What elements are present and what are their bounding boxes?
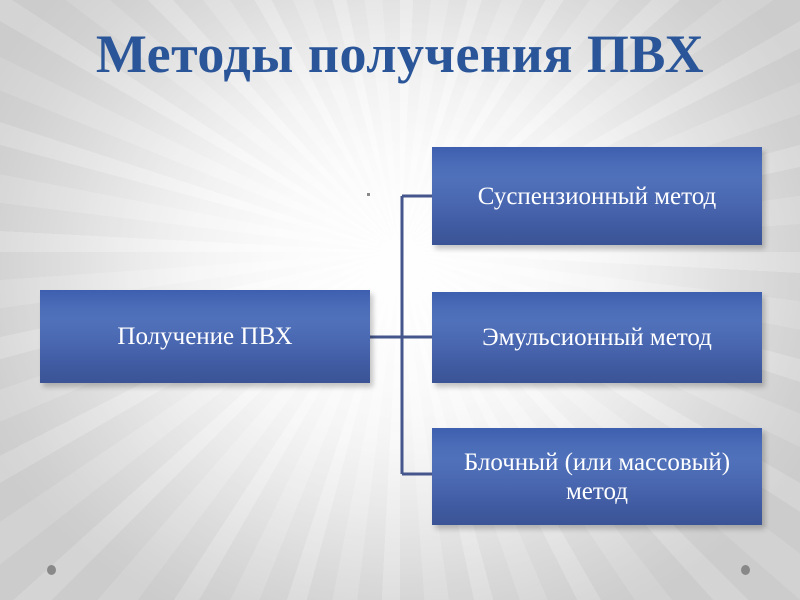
diagram-node-root-label: Получение ПВХ [117,323,293,350]
diagram-node-emulsion-label: Эмульсионный метод [482,324,712,351]
page-title: Методы получения ПВХ [95,24,705,84]
diagram-node-bulk-label: Блочный (или массовый) метод [463,448,731,505]
decorative-dot-right-icon [741,565,750,575]
stray-mark [367,193,370,196]
diagram-node-root[interactable]: Получение ПВХ [40,290,370,383]
decorative-dot-left-icon [47,565,56,575]
diagram-node-suspension[interactable]: Суспензионный метод [432,147,762,245]
diagram-node-emulsion[interactable]: Эмульсионный метод [432,292,762,383]
diagram-node-suspension-label: Суспензионный метод [477,182,717,210]
diagram-node-bulk[interactable]: Блочный (или массовый) метод [432,428,762,525]
